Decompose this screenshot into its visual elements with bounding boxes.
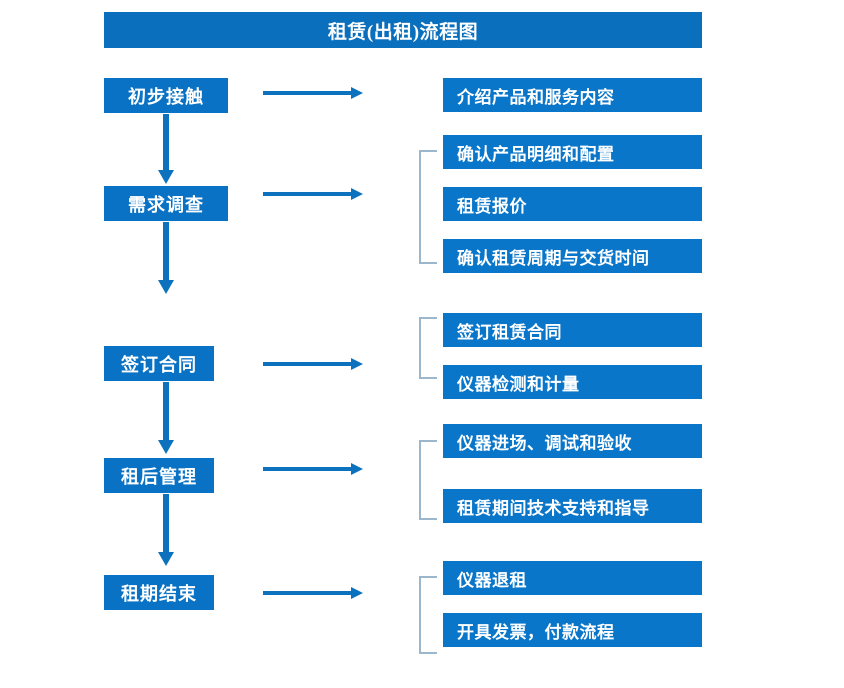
task-box-2-2[interactable]: 租赁报价 <box>443 187 702 221</box>
task-box-3-2[interactable]: 仪器检测和计量 <box>443 365 702 399</box>
task-box-2-1[interactable]: 确认产品明细和配置 <box>443 135 702 169</box>
flow-arrow-right-2 <box>263 188 363 200</box>
group-bracket-3 <box>419 317 437 379</box>
stage-box-1[interactable]: 初步接触 <box>104 78 228 113</box>
page-title: 租赁(出租)流程图 <box>104 12 702 48</box>
flow-arrow-down-1 <box>158 114 174 184</box>
flow-arrow-right-4 <box>263 463 363 475</box>
flow-arrow-down-4 <box>158 494 174 566</box>
stage-box-3[interactable]: 签订合同 <box>104 346 214 381</box>
group-bracket-2 <box>419 150 437 264</box>
task-box-4-1[interactable]: 仪器进场、调试和验收 <box>443 424 702 458</box>
stage-box-2[interactable]: 需求调查 <box>104 186 228 221</box>
flow-arrow-right-3 <box>263 358 363 370</box>
task-box-1-1[interactable]: 介绍产品和服务内容 <box>443 78 702 112</box>
stage-box-4[interactable]: 租后管理 <box>104 458 214 493</box>
flow-arrow-down-2 <box>158 222 174 294</box>
flow-arrow-right-5 <box>263 587 363 599</box>
flow-arrow-down-3 <box>158 382 174 454</box>
flow-arrow-right-1 <box>263 87 363 99</box>
task-box-3-1[interactable]: 签订租赁合同 <box>443 313 702 347</box>
group-bracket-4 <box>419 440 437 520</box>
task-box-4-2[interactable]: 租赁期间技术支持和指导 <box>443 489 702 523</box>
task-box-5-1[interactable]: 仪器退租 <box>443 561 702 595</box>
task-box-2-3[interactable]: 确认租赁周期与交货时间 <box>443 239 702 273</box>
group-bracket-5 <box>419 576 437 654</box>
stage-box-5[interactable]: 租期结束 <box>104 575 214 610</box>
task-box-5-2[interactable]: 开具发票，付款流程 <box>443 613 702 647</box>
